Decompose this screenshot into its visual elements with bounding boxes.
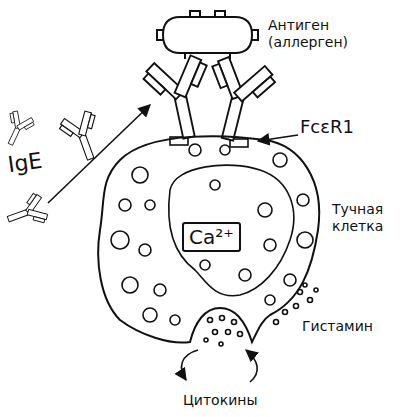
mast-cell-outline xyxy=(98,136,319,342)
ige-antibody xyxy=(139,52,222,144)
node-label: Антиген (аллерген) xyxy=(268,17,358,51)
node-label: Ca²⁺ xyxy=(189,225,234,249)
cytokines-label: Цитокины xyxy=(183,392,257,409)
antigen-shape-outline xyxy=(157,11,258,59)
nucleus xyxy=(169,165,294,296)
granules xyxy=(111,144,313,325)
receptor-label: FcεR1 xyxy=(300,116,354,138)
ige-label: IgE xyxy=(6,148,44,179)
cytokine-dots xyxy=(204,316,243,347)
ige-antibody xyxy=(195,53,280,147)
ige-antibody xyxy=(0,108,37,150)
histamine-label: Гистамин xyxy=(302,318,373,335)
mast-cell: Тучная клеткаCa²⁺ xyxy=(90,125,325,350)
antigen-shape-outline xyxy=(160,5,255,60)
ige-arrow xyxy=(48,105,150,203)
node-label: Тучная клетка xyxy=(332,201,402,235)
antigen-shape: Антиген (аллерген) xyxy=(160,5,255,60)
ige-antibody xyxy=(3,191,51,235)
ige-antibody xyxy=(56,108,109,166)
cytokine-arrow-right xyxy=(246,350,257,382)
cytokine-arrow-left xyxy=(182,350,198,380)
calcium-box: Ca²⁺ xyxy=(182,222,241,252)
